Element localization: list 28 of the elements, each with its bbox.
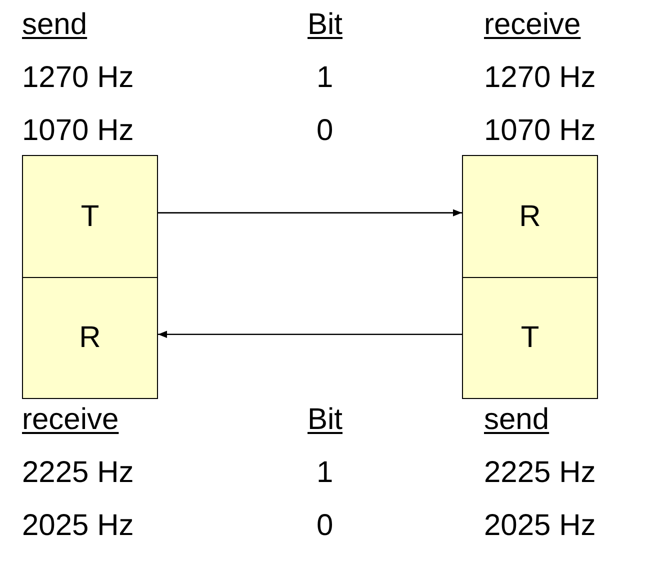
table-value: 1270 Hz [484, 61, 596, 95]
process-box [462, 277, 598, 399]
arrow [158, 330, 462, 338]
column-header: Bit [308, 8, 343, 42]
table-value: 1070 Hz [484, 114, 596, 148]
table-value: 2025 Hz [22, 509, 134, 543]
arrow [158, 209, 462, 216]
box-label: R [519, 202, 541, 232]
table-value: 0 [316, 509, 334, 543]
box-label: T [80, 202, 100, 232]
table-value: 2225 Hz [22, 456, 134, 490]
process-box [22, 277, 158, 399]
table-value: 2025 Hz [484, 509, 596, 543]
table-value: 1070 Hz [22, 114, 134, 148]
table-value: 1 [316, 456, 334, 490]
column-header: send [484, 403, 550, 437]
table-value: 1 [316, 61, 334, 95]
table-value: 2225 Hz [484, 456, 596, 490]
column-header: send [22, 8, 88, 42]
table-value: 0 [316, 114, 334, 148]
process-box [462, 155, 598, 278]
box-label: T [520, 323, 540, 353]
table-value: 1270 Hz [22, 61, 134, 95]
column-header: receive [22, 403, 119, 437]
column-header: Bit [308, 403, 343, 437]
column-header: receive [484, 8, 581, 42]
box-label: R [79, 323, 101, 353]
process-box [22, 155, 158, 278]
